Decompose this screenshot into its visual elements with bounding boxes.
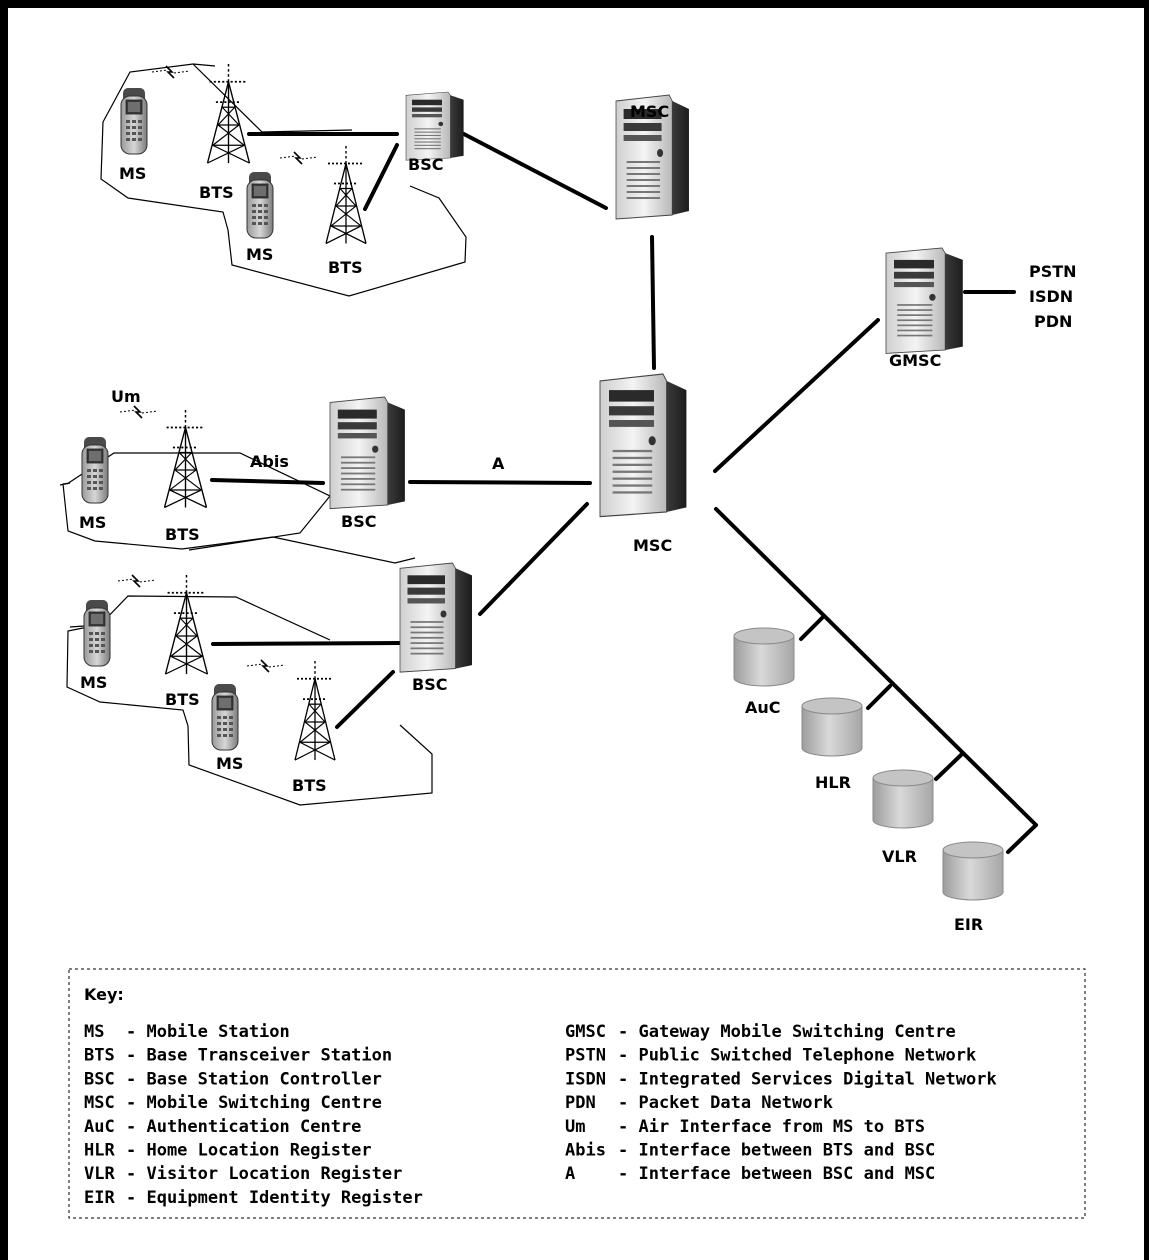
label-hlr: HLR [815,773,851,792]
key-abbr: EIR [84,1188,115,1208]
label-vlr: VLR [882,847,917,866]
wireless-icon [152,66,190,78]
key-description: - Interface between BSC and MSC [618,1164,935,1184]
label-bsc: BSC [341,512,376,531]
mobile-phone-icon [247,172,273,238]
key-title: Key: [84,985,124,1004]
key-abbr: BSC [84,1069,115,1089]
label-auc: AuC [745,698,781,717]
label-bts: BTS [199,183,234,202]
label-gmsc: GMSC [889,351,941,370]
database-icon [734,628,794,686]
key-abbr: HLR [84,1141,115,1161]
key-description: - Gateway Mobile Switching Centre [618,1022,956,1042]
key-abbr: GMSC [565,1022,606,1042]
key-description: - Air Interface from MS to BTS [618,1117,925,1137]
key-description: - Integrated Services Digital Network [618,1069,997,1089]
wireless-icon [247,660,285,672]
key-description: - Mobile Switching Centre [126,1093,382,1113]
label-um: Um [111,387,141,406]
key-right-column: GMSC - Gateway Mobile Switching CentrePST… [565,1022,997,1184]
database-icon [873,770,933,828]
key-description: - Visitor Location Register [126,1164,402,1184]
label-bts: BTS [165,690,200,709]
key-description: - Base Transceiver Station [126,1046,392,1066]
label-bsc: BSC [412,675,447,694]
wireless-icon [280,152,318,164]
label-eir: EIR [954,915,983,934]
label-ms: MS [246,245,273,264]
label-pdn: PDN [1034,312,1072,331]
mobile-phone-icon [84,600,110,666]
key-abbr: PSTN [565,1046,606,1066]
label-ms: MS [216,754,243,773]
key-abbr: AuC [84,1117,115,1137]
label-abis: Abis [250,452,289,471]
key-description: - Mobile Station [126,1022,290,1042]
antenna-icon [295,661,335,760]
key-abbr: Abis [565,1141,606,1161]
key-description: - Home Location Register [126,1141,372,1161]
key-abbr: MSC [84,1093,115,1113]
label-ms: MS [119,164,146,183]
label-bts: BTS [328,258,363,277]
database-icon [943,842,1003,900]
key-abbr: Um [565,1117,585,1137]
key-description: - Interface between BTS and BSC [618,1141,935,1161]
label-isdn: ISDN [1029,287,1073,306]
label-a: A [492,454,505,473]
label-bts: BTS [165,525,200,544]
key-abbr: MS [84,1022,104,1042]
label-bts: BTS [292,776,327,795]
key-abbr: BTS [84,1046,115,1066]
server-icon [330,397,405,509]
label-pstn: PSTN [1029,262,1077,281]
key-description: - Base Station Controller [126,1069,382,1089]
label-msc: MSC [630,102,669,121]
label-ms: MS [79,513,106,532]
mobile-phone-icon [82,437,108,503]
server-icon [406,92,464,160]
key-abbr: PDN [565,1093,596,1113]
key-abbr: ISDN [565,1069,606,1089]
database-icon [802,698,862,756]
key-description: - Authentication Centre [126,1117,361,1137]
key-description: - Public Switched Telephone Network [618,1046,976,1066]
server-icon [886,248,963,353]
wireless-icon [118,575,156,587]
label-ms: MS [80,673,107,692]
label-msc: MSC [633,536,672,555]
key-description: - Equipment Identity Register [126,1188,423,1208]
antenna-icon [165,575,207,674]
antenna-icon [326,146,366,244]
key-abbr: A [565,1164,575,1184]
key-abbr: VLR [84,1164,115,1184]
server-icon [600,374,686,517]
wireless-icon [120,406,158,418]
mobile-phone-icon [212,684,238,750]
key-description: - Packet Data Network [618,1093,833,1113]
antenna-icon [165,410,207,508]
server-icon [400,563,472,672]
label-bsc: BSC [408,155,443,174]
mobile-phone-icon [121,88,147,154]
